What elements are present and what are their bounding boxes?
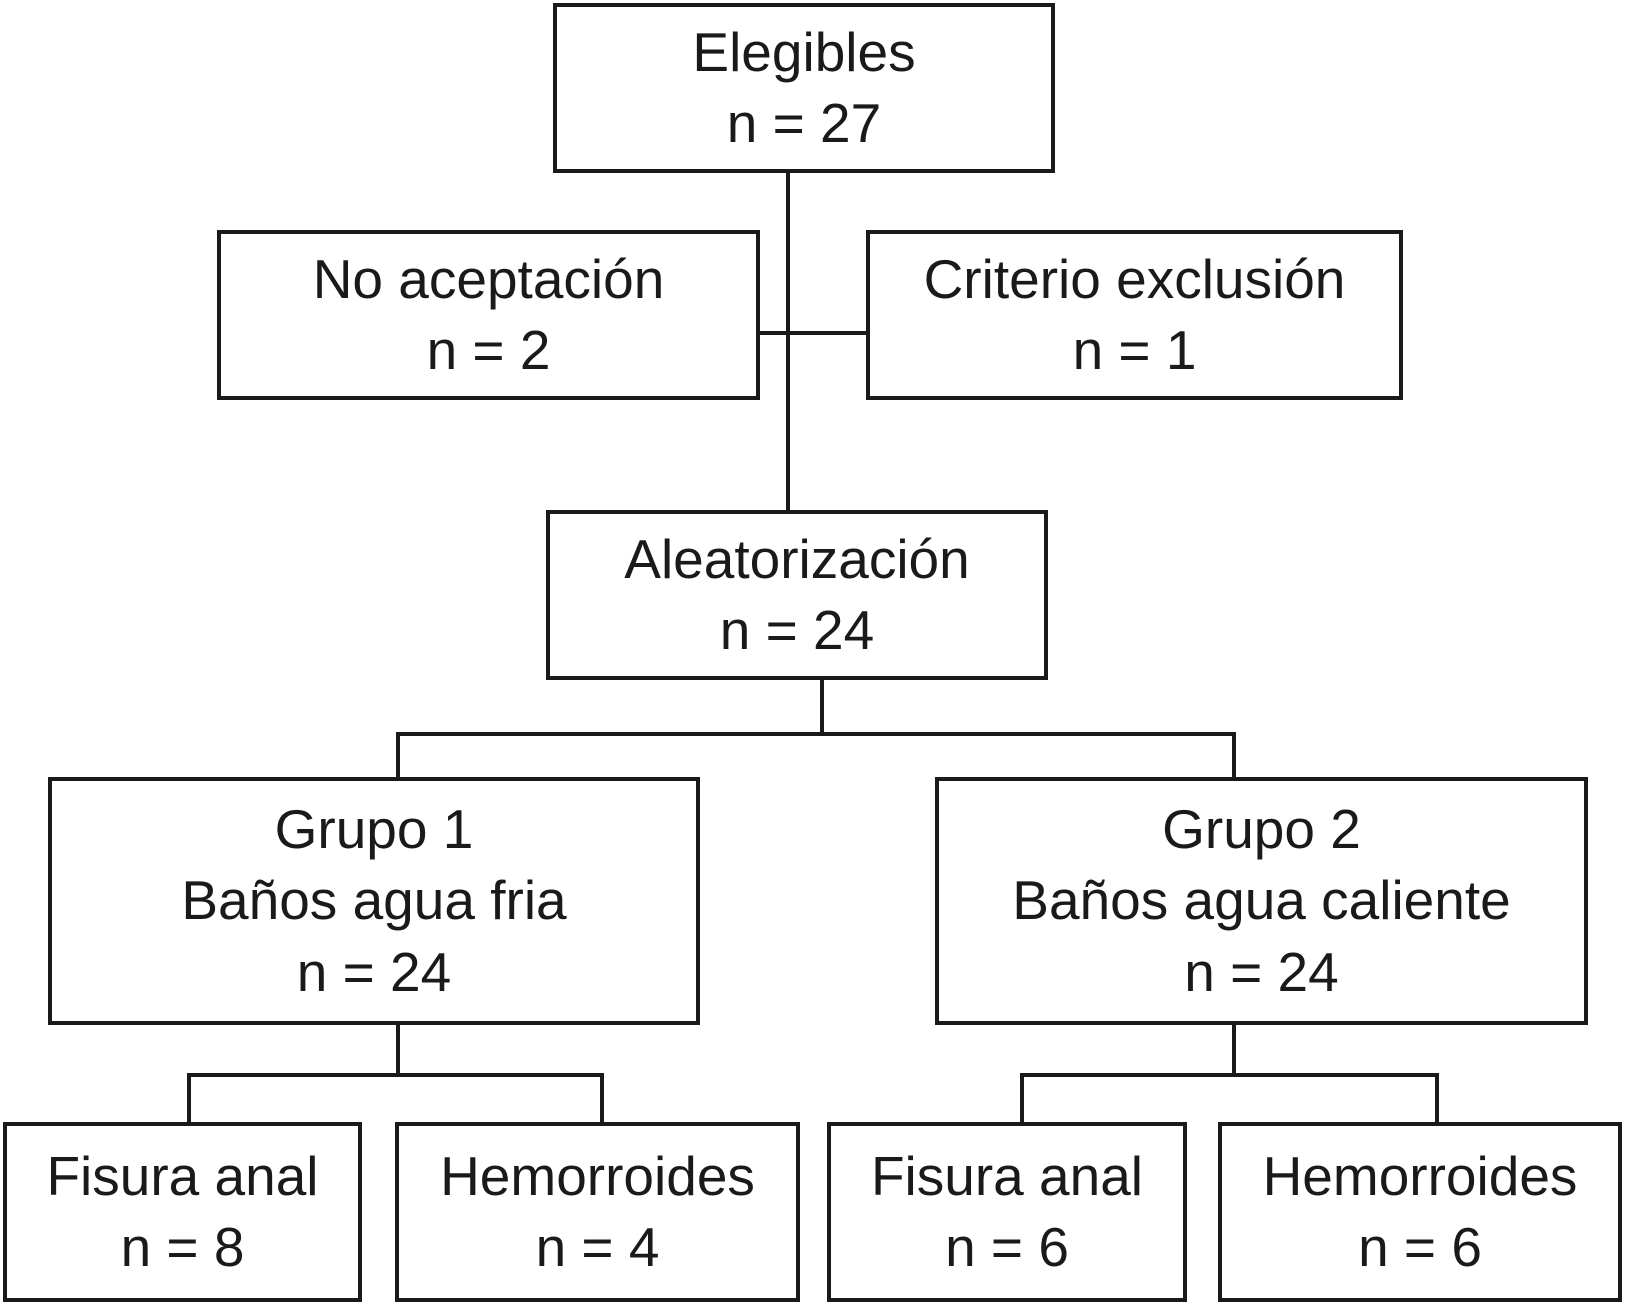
node-grupo1: Grupo 1 Baños agua fria n = 24 bbox=[48, 777, 700, 1025]
node-elegibles: Elegibles n = 27 bbox=[553, 3, 1055, 173]
node-grupo2: Grupo 2 Baños agua caliente n = 24 bbox=[935, 777, 1588, 1025]
connector-aleatorizacion-stub bbox=[820, 678, 824, 736]
node-count: n = 24 bbox=[1184, 940, 1339, 1003]
node-grupo1-hemorroides: Hemorroides n = 4 bbox=[395, 1122, 800, 1302]
node-label: Hemorroides bbox=[440, 1144, 755, 1207]
connector-grupo1-stub bbox=[396, 1023, 400, 1077]
connector-exclusions-horizontal bbox=[758, 331, 868, 335]
node-count: n = 1 bbox=[1072, 319, 1197, 381]
connector-grupo2-stub bbox=[1232, 1023, 1236, 1077]
connector-trunk-vertical bbox=[786, 171, 790, 512]
node-count: n = 27 bbox=[726, 92, 882, 154]
node-count: n = 24 bbox=[719, 599, 875, 661]
node-grupo2-hemorroides: Hemorroides n = 6 bbox=[1218, 1122, 1622, 1302]
node-count: n = 6 bbox=[1358, 1216, 1482, 1278]
node-aleatorizacion: Aleatorización n = 24 bbox=[546, 510, 1048, 680]
connector-drop-grupo1-hemorroides bbox=[600, 1073, 604, 1124]
node-count: n = 4 bbox=[535, 1216, 660, 1278]
connector-drop-grupo2-hemorroides bbox=[1435, 1073, 1439, 1124]
connector-drop-grupo1-fisura bbox=[187, 1073, 191, 1124]
node-label: Grupo 2 bbox=[1162, 797, 1361, 860]
node-label: Fisura anal bbox=[870, 1144, 1144, 1207]
node-count: n = 6 bbox=[945, 1216, 1069, 1278]
node-label: Fisura anal bbox=[46, 1144, 319, 1207]
node-grupo1-fisura-anal: Fisura anal n = 8 bbox=[3, 1122, 362, 1302]
node-criterio-exclusion: Criterio exclusión n = 1 bbox=[866, 230, 1403, 400]
connector-drop-grupo2-fisura bbox=[1020, 1073, 1024, 1124]
node-label: Aleatorización bbox=[624, 527, 970, 590]
connector-groups-branch bbox=[396, 732, 1236, 736]
node-label: Elegibles bbox=[692, 20, 916, 83]
node-label: No aceptación bbox=[312, 247, 665, 310]
node-grupo2-fisura-anal: Fisura anal n = 6 bbox=[827, 1122, 1187, 1302]
node-no-aceptacion: No aceptación n = 2 bbox=[217, 230, 760, 400]
connector-grupo1-branch bbox=[187, 1073, 604, 1077]
node-count: n = 8 bbox=[120, 1216, 245, 1278]
connector-grupo2-branch bbox=[1020, 1073, 1439, 1077]
node-count: n = 2 bbox=[426, 319, 551, 381]
node-label: Criterio exclusión bbox=[923, 247, 1346, 310]
node-label: Grupo 1 bbox=[274, 797, 474, 860]
node-count: n = 24 bbox=[296, 940, 452, 1003]
node-sublabel: Baños agua fria bbox=[181, 869, 567, 932]
node-sublabel: Baños agua caliente bbox=[1012, 869, 1511, 932]
connector-drop-grupo2 bbox=[1232, 732, 1236, 779]
connector-drop-grupo1 bbox=[396, 732, 400, 779]
node-label: Hemorroides bbox=[1262, 1144, 1578, 1207]
